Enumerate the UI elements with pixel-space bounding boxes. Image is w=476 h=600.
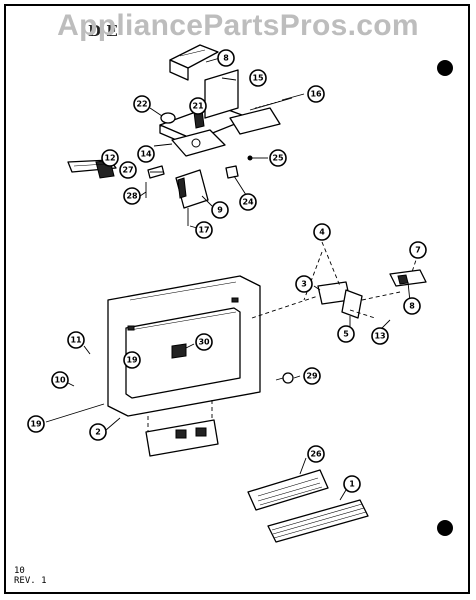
- door-frame: [107, 275, 319, 457]
- svg-text:4: 4: [319, 228, 325, 237]
- svg-text:11: 11: [70, 336, 82, 345]
- callout: 11: [67, 331, 85, 349]
- callout: 8: [403, 297, 421, 315]
- svg-text:14: 14: [140, 150, 152, 159]
- callout: 4: [313, 223, 331, 241]
- svg-text:2: 2: [95, 428, 101, 437]
- registration-mark-top: [437, 60, 453, 76]
- svg-text:8: 8: [223, 54, 229, 63]
- callout: 25: [269, 149, 287, 167]
- svg-text:22: 22: [136, 100, 147, 109]
- callout: 30: [195, 333, 213, 351]
- svg-text:10: 10: [54, 376, 66, 385]
- callout: 13: [371, 327, 389, 345]
- svg-text:7: 7: [415, 246, 421, 255]
- svg-text:26: 26: [310, 450, 322, 459]
- svg-text:8: 8: [409, 302, 415, 311]
- callout: 10: [51, 371, 69, 389]
- callout: 26: [307, 445, 325, 463]
- page-footer: 10 REV. 1: [14, 566, 47, 586]
- svg-text:1: 1: [349, 480, 355, 489]
- callout: 17: [195, 221, 213, 239]
- callouts: 8 15 16 22 21 14 12 27 28 25 24 9 17 4 7…: [51, 49, 427, 493]
- front-panels: [247, 469, 369, 543]
- callout: 19: [123, 351, 141, 369]
- page-number: 10: [14, 566, 25, 576]
- svg-text:3: 3: [301, 280, 307, 289]
- svg-text:12: 12: [104, 154, 115, 163]
- callout: 3: [295, 275, 313, 293]
- callout: 7: [409, 241, 427, 259]
- svg-text:9: 9: [217, 206, 223, 215]
- callout: 27: [119, 161, 137, 179]
- callout: 28: [123, 187, 141, 205]
- page-code: D E: [88, 22, 118, 40]
- svg-text:30: 30: [198, 338, 210, 347]
- revision-label: REV. 1: [14, 576, 47, 586]
- svg-text:15: 15: [252, 74, 264, 83]
- svg-text:29: 29: [306, 372, 318, 381]
- callout: 15: [249, 69, 267, 87]
- svg-text:5: 5: [343, 330, 349, 339]
- callout: 16: [307, 85, 325, 103]
- svg-text:19: 19: [30, 420, 42, 429]
- svg-text:16: 16: [310, 90, 322, 99]
- callout: 29: [303, 367, 321, 385]
- callout: 5: [337, 325, 355, 343]
- svg-text:13: 13: [374, 332, 385, 341]
- callout: 8: [217, 49, 235, 67]
- svg-text:21: 21: [192, 102, 204, 111]
- callout: 21: [189, 97, 207, 115]
- callout: 12: [101, 149, 119, 167]
- callout: 14: [137, 145, 155, 163]
- svg-text:19: 19: [126, 356, 138, 365]
- svg-text:24: 24: [242, 198, 254, 207]
- callout: 24: [239, 193, 257, 211]
- latch-assembly: [303, 241, 427, 319]
- callout: 1: [343, 475, 361, 493]
- svg-text:25: 25: [272, 154, 284, 163]
- callout: 22: [133, 95, 151, 113]
- callout-extra: 19: [27, 415, 45, 433]
- callout: 2: [89, 423, 107, 441]
- registration-mark-bottom: [437, 520, 453, 536]
- svg-text:28: 28: [126, 192, 138, 201]
- callout: 9: [211, 201, 229, 219]
- svg-text:27: 27: [122, 166, 133, 175]
- svg-text:17: 17: [198, 226, 209, 235]
